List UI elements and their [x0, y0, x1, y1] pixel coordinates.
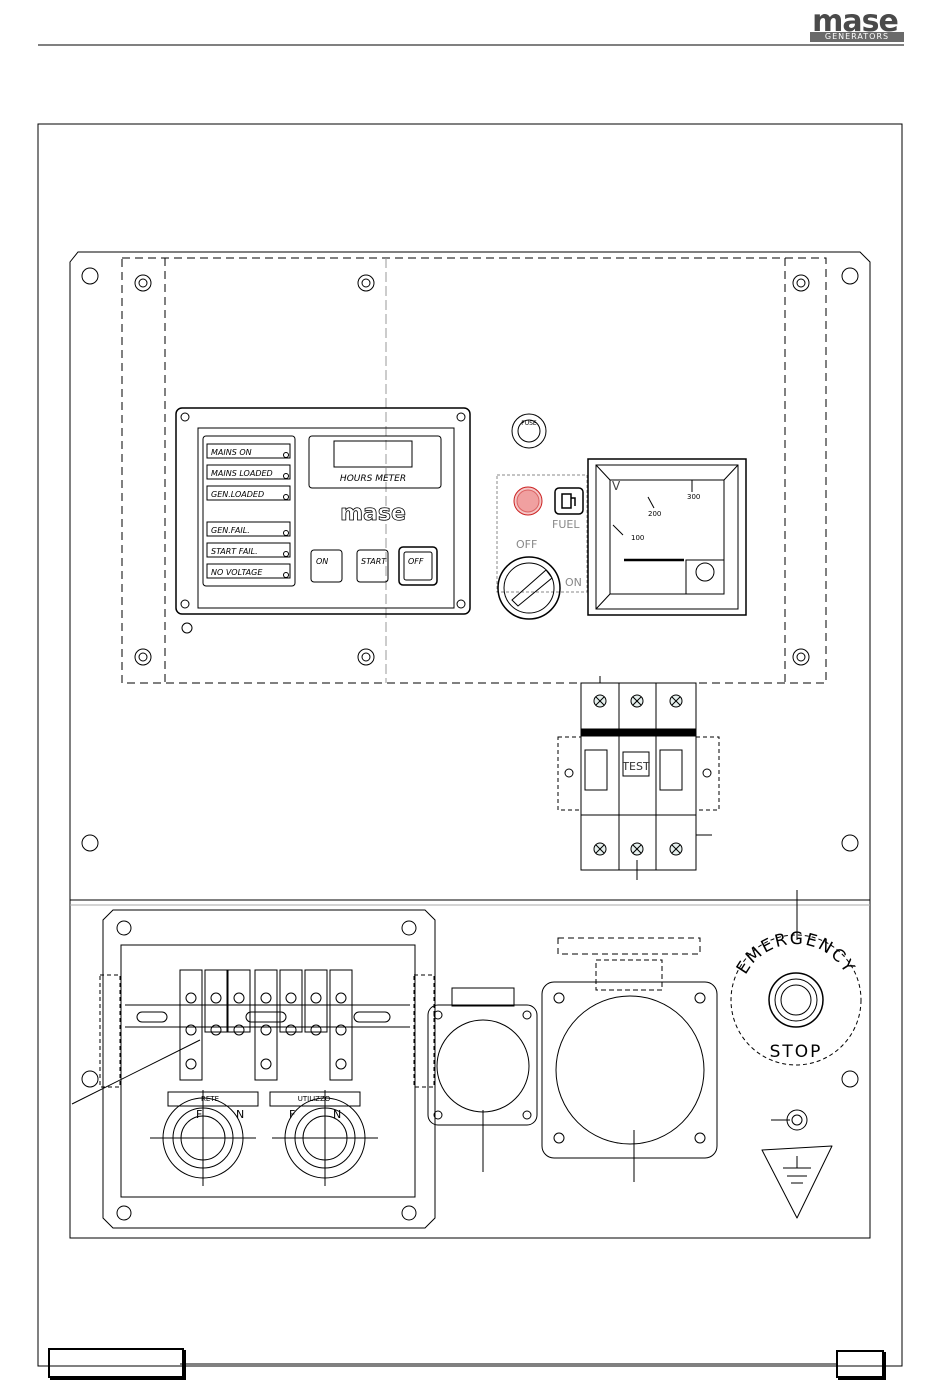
rete-label: RETE [201, 1095, 219, 1103]
indicator-list: MAINS ON MAINS LOADED GEN.LOADED GEN.FAIL. S… [207, 444, 290, 578]
terminal-screw [261, 1059, 271, 1069]
off-button-label: OFF [408, 557, 424, 566]
voltmeter-tick-300: 300 [687, 493, 700, 501]
hours-meter-label: HOURS METER [340, 474, 406, 484]
start-button[interactable]: START [357, 550, 388, 582]
hours-meter: HOURS METER [309, 436, 441, 488]
key-switch-off-label: OFF [516, 538, 537, 551]
fuse-label: FUSE [521, 420, 537, 427]
indicator-led [284, 552, 289, 557]
cable-gland-rete [150, 1090, 258, 1186]
indicator-label: MAINS ON [211, 448, 252, 457]
small-power-socket[interactable] [428, 988, 537, 1125]
voltmeter-tick-200: 200 [648, 510, 661, 518]
indicator-row: MAINS LOADED [207, 465, 290, 479]
indicator-row: START FAIL. [207, 543, 290, 557]
fuse-holder[interactable]: FUSE [512, 414, 546, 448]
indicator-label: NO VOLTAGE [211, 568, 263, 577]
terminal-screw [286, 993, 296, 1003]
indicator-led [284, 453, 289, 458]
large-power-socket[interactable] [542, 938, 717, 1158]
indicator-label: MAINS LOADED [211, 469, 273, 478]
terminal-block [180, 970, 352, 1080]
terminal-cell [205, 970, 227, 1032]
off-button[interactable]: OFF [399, 547, 437, 585]
indicator-row: NO VOLTAGE [207, 564, 290, 578]
terminal-screw [336, 993, 346, 1003]
indicator-led [284, 531, 289, 536]
terminal-cell [305, 970, 327, 1032]
indicator-label: START FAIL. [211, 547, 258, 556]
indicator-led [284, 495, 289, 500]
stop-label: STOP [770, 1042, 823, 1062]
breaker-test-label: TEST [621, 760, 650, 773]
terminal-screw [186, 1059, 196, 1069]
key-switch-on-label: ON [565, 576, 582, 589]
fuel-warning-lamp: FUEL [497, 475, 587, 592]
indicator-row: MAINS ON [207, 444, 290, 458]
indicator-led [284, 474, 289, 479]
voltmeter-unit: V [612, 479, 621, 493]
terminal-screw [211, 993, 221, 1003]
footer-doc-box [48, 1348, 184, 1378]
indicator-label: GEN.FAIL. [211, 526, 250, 535]
terminal-screw [261, 993, 271, 1003]
footer-page-box [836, 1350, 884, 1378]
panel-outline [70, 252, 870, 1238]
on-button[interactable]: ON [311, 550, 342, 582]
panel-brand: mase [340, 501, 406, 526]
emergency-text: EMERGENCY [733, 929, 859, 978]
key-switch[interactable]: OFF ON [498, 538, 582, 619]
ground-icon [783, 1156, 811, 1183]
terminal-cell [280, 970, 302, 1032]
terminal-screw [234, 993, 244, 1003]
indicator-row: GEN.LOADED [207, 486, 290, 500]
page-frame [38, 124, 902, 1366]
terminal-cell [228, 970, 250, 1032]
control-module [176, 408, 470, 633]
voltmeter: V 100 200 300 [588, 459, 746, 615]
emergency-label: EMERGENCY [733, 929, 859, 978]
start-button-label: START [361, 557, 387, 566]
indicator-row: GEN.FAIL. [207, 522, 290, 536]
rete-neutral-label: N [236, 1108, 244, 1121]
circuit-breaker[interactable] [558, 683, 719, 870]
voltmeter-tick-100: 100 [631, 534, 644, 542]
fuel-label: FUEL [552, 518, 580, 531]
utilizzo-neutral-label: N [333, 1108, 341, 1121]
terminal-screw [186, 993, 196, 1003]
cable-gland-utilizzo [270, 1090, 378, 1186]
on-button-label: ON [316, 557, 328, 566]
indicator-label: GEN.LOADED [211, 490, 264, 499]
terminal-screw [311, 993, 321, 1003]
utilizzo-phase-label: F [289, 1108, 295, 1121]
fuel-pump-icon [555, 488, 583, 514]
terminal-screw [336, 1059, 346, 1069]
indicator-led [284, 573, 289, 578]
rete-phase-label: F [196, 1108, 202, 1121]
utilizzo-label: UTILIZZO [298, 1095, 331, 1103]
